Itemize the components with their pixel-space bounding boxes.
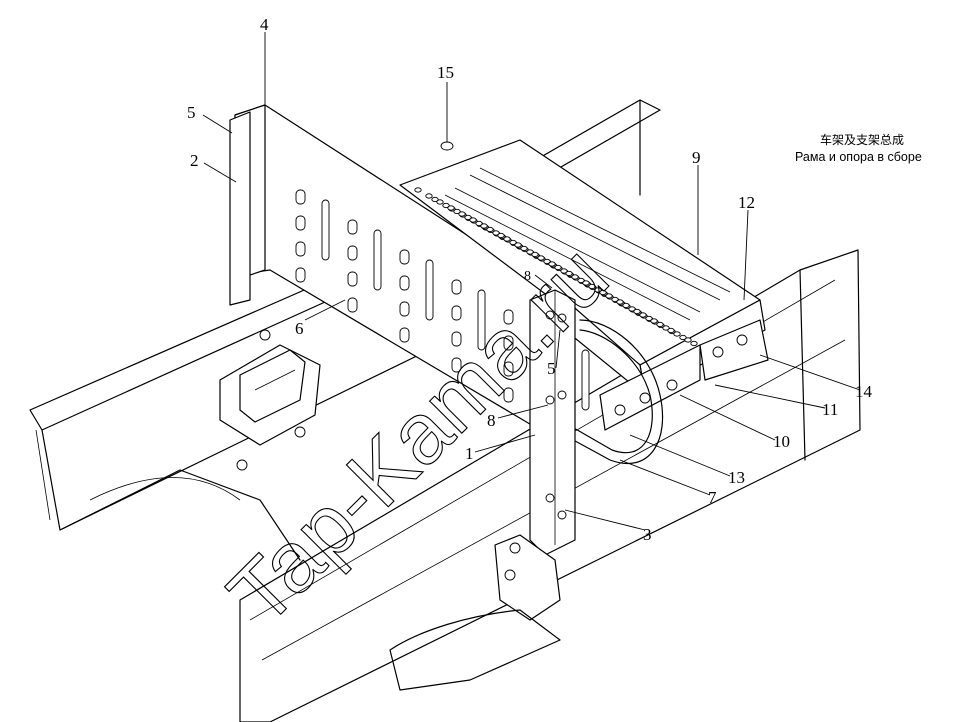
callout-5b: 5 bbox=[547, 359, 556, 378]
callout-labels: 4 5 2 15 9 12 6 8 5 8 1 3 7 13 10 11 14 bbox=[187, 15, 873, 544]
leader-lines bbox=[202, 32, 861, 531]
callout-12: 12 bbox=[738, 193, 755, 212]
callout-3: 3 bbox=[643, 525, 652, 544]
callout-9: 9 bbox=[692, 148, 701, 167]
callout-4: 4 bbox=[260, 15, 269, 34]
upright-bracket-panel bbox=[229, 104, 590, 431]
lower-bracket bbox=[389, 534, 561, 691]
washer-part-15 bbox=[440, 141, 454, 151]
title-russian: Рама и опора в сборе bbox=[795, 150, 922, 164]
callout-14: 14 bbox=[855, 382, 873, 401]
support-plates bbox=[599, 319, 769, 431]
callout-2: 2 bbox=[190, 151, 199, 170]
callout-8a: 8 bbox=[524, 269, 531, 284]
title-block: 车架及支架总成 Рама и опора в сборе bbox=[795, 132, 922, 164]
callout-8b: 8 bbox=[487, 411, 496, 430]
callout-7: 7 bbox=[708, 488, 717, 507]
callout-1: 1 bbox=[465, 444, 474, 463]
callout-11: 11 bbox=[822, 400, 838, 419]
title-chinese: 车架及支架总成 bbox=[820, 132, 904, 147]
callout-10: 10 bbox=[773, 432, 790, 451]
bracket-post bbox=[529, 289, 576, 556]
perforated-platform bbox=[399, 139, 766, 396]
callout-15: 15 bbox=[437, 63, 454, 82]
callout-5a: 5 bbox=[187, 103, 196, 122]
callout-13: 13 bbox=[728, 468, 745, 487]
callout-6: 6 bbox=[295, 319, 304, 338]
handrail bbox=[554, 319, 664, 465]
mounting-cushion bbox=[219, 329, 321, 471]
